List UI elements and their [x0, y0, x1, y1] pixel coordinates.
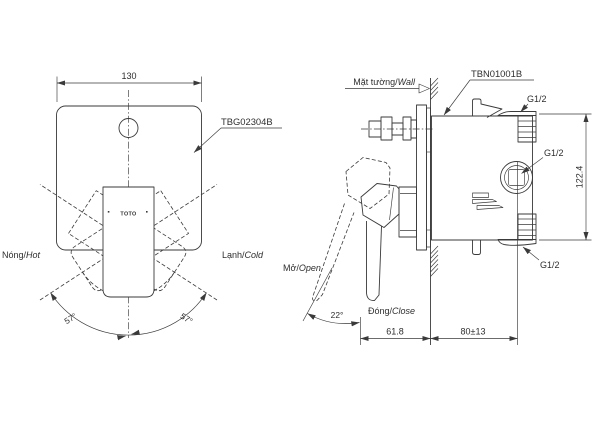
supply-port [500, 161, 533, 194]
width-dimension: 130 [56, 71, 202, 102]
handle-side-closed [360, 183, 400, 301]
thread-label-top: G1/2 [520, 94, 547, 113]
handle-dot-left [107, 211, 110, 213]
valve-code: TBN01001B [471, 68, 522, 79]
thread-label-bottom: G1/2 [522, 246, 560, 270]
wall-arrow [418, 83, 430, 94]
close-label: Đóng/Close [368, 306, 415, 316]
handle-depth-text: 61.8 [386, 327, 404, 337]
handle-hub [398, 186, 417, 238]
outlet-bottom [517, 213, 537, 240]
wall-label-leader: Mặt tường/Wall [345, 77, 430, 94]
product-code: TBG02304B [221, 116, 273, 127]
arc-center-tick-left [116, 335, 126, 341]
cold-label: Lạnh/Cold [222, 250, 264, 260]
height-dim-text: 122.4 [575, 166, 585, 189]
width-dim-text: 130 [121, 71, 136, 81]
angle-left-label: 57° [62, 311, 78, 326]
depth-dimensions: 61.8 80±13 [360, 317, 518, 345]
angle-dimension-arc [50, 292, 207, 336]
toto-logo: TOTO [120, 212, 136, 218]
hot-label: Nóng/Hot [2, 250, 41, 260]
open-angle-dimension: 22° [302, 267, 360, 327]
open-angle-text: 22° [331, 310, 344, 320]
svg-text:G1/2: G1/2 [540, 260, 560, 270]
front-view: TOTO 57° 57° Nóng/Hot Lạnh/Cold 130 TBG0… [2, 71, 282, 341]
wall-label: Mặt tường/Wall [353, 77, 416, 87]
svg-text:G1/2: G1/2 [544, 148, 564, 158]
handle-side-open [312, 157, 391, 302]
angle-right-label: 57° [179, 311, 195, 326]
handle-sweep-arc [82, 271, 175, 298]
side-view: 22° Mở/Open Đóng/Close [283, 68, 592, 345]
product-code-leader: TBG02304B [193, 116, 282, 153]
open-label: Mở/Open [283, 263, 321, 273]
valve-body [431, 98, 537, 345]
arc-center-tick-right [131, 329, 141, 335]
outlet-top [517, 115, 537, 143]
escutcheon-side [416, 104, 431, 251]
fixing-bolt [361, 116, 433, 141]
wall-depth-text: 80±13 [461, 327, 486, 337]
valve-code-leader: TBN01001B [443, 68, 534, 116]
handle-front: TOTO [102, 186, 155, 298]
handle-dot-right [146, 211, 148, 213]
svg-text:G1/2: G1/2 [527, 94, 547, 104]
height-dimension: 122.4 [539, 113, 592, 241]
thread-label-mid: G1/2 [521, 148, 564, 174]
